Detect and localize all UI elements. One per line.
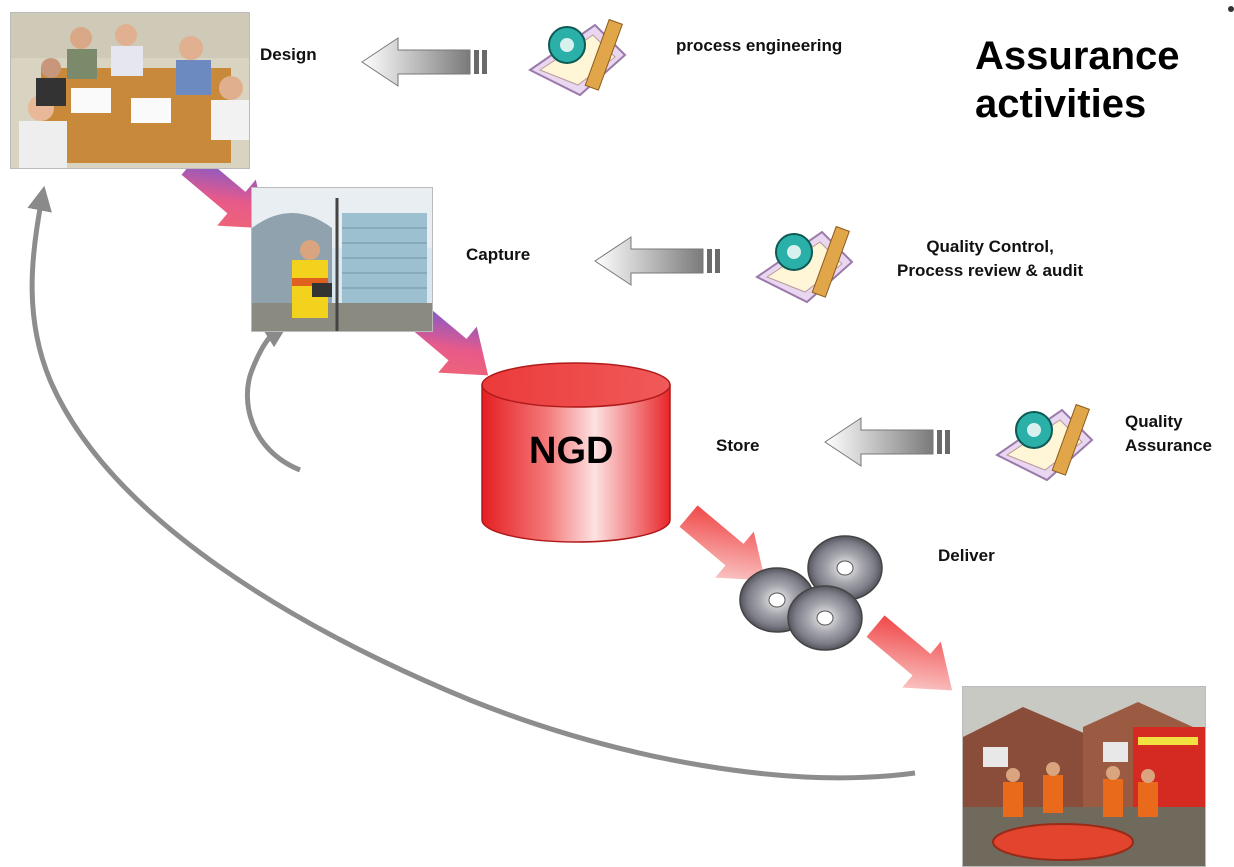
surveyor-photo-icon: [251, 187, 433, 332]
bullet-dot: [1228, 6, 1234, 12]
cd-disc-icon: [787, 585, 863, 651]
assurance-arrow-capture: [594, 236, 720, 286]
assurance-arrow-store: [824, 417, 950, 467]
flood-rescue-photo-icon: [962, 686, 1206, 867]
assurance-arrow-design: [361, 37, 487, 87]
flow-arrow-design-to-capture: [181, 153, 268, 229]
feedback-curve-to-capture: [244, 323, 301, 473]
flow-arrow-deliver-to-use: [866, 615, 953, 691]
title-line-1: Assurance: [975, 34, 1180, 78]
activity-label-store: Quality Assurance: [1125, 410, 1212, 458]
activity-label-design: process engineering: [676, 36, 843, 55]
meeting-photo-icon: [10, 12, 250, 169]
activity-label-capture-line-1: Quality Control,: [926, 237, 1054, 256]
stage-label-store: Store: [716, 436, 760, 455]
activity-label-store-line-2: Assurance: [1125, 436, 1212, 455]
title-line-2: activities: [975, 82, 1147, 126]
feedback-curve-to-design: [27, 185, 916, 781]
flow-arrow-store-to-deliver: [679, 505, 766, 581]
stage-label-deliver: Deliver: [938, 546, 995, 565]
tape-measure-clipart-icon: [995, 403, 1094, 482]
page-title: Assurance activities: [975, 32, 1180, 128]
stage-label-design: Design: [260, 45, 317, 64]
activity-label-capture-line-2: Process review & audit: [897, 261, 1084, 280]
ngd-database-cylinder: [481, 362, 671, 543]
tape-measure-clipart-icon: [528, 18, 627, 97]
database-label: NGD: [529, 430, 614, 472]
tape-measure-clipart-icon: [755, 225, 854, 304]
stage-label-capture: Capture: [466, 245, 531, 264]
activity-label-capture: Quality Control, Process review & audit: [897, 235, 1083, 283]
activity-label-store-line-1: Quality: [1125, 412, 1183, 431]
